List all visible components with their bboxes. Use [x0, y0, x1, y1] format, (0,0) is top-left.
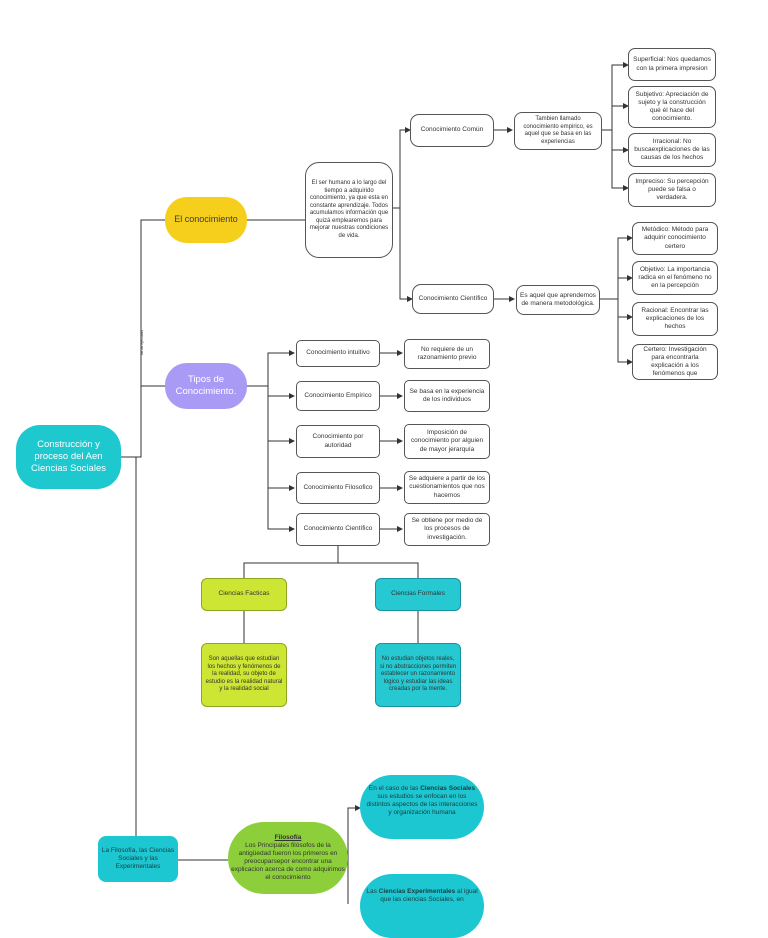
tipo-empirico[interactable]: Conocimiento Empírico — [296, 381, 380, 411]
topic-filosofia-ciencias[interactable]: La Filosofía, las Ciencias Sociales y la… — [98, 836, 178, 882]
trait-objetivo[interactable]: Objetivo: La importancia radica en el fe… — [632, 261, 718, 295]
ciencias-facticas[interactable]: Ciencias Facticas — [201, 578, 287, 611]
tipo-cientifico-description[interactable]: Se obtiene por medio de los procesos de … — [404, 513, 490, 546]
mind-map-canvas: tarda ejecutas Construcción y proceso de… — [16, 48, 718, 938]
tipo-filosofico[interactable]: Conocimiento Filosofico — [296, 472, 380, 504]
experimentales-text-pre: Las — [366, 888, 379, 895]
filosofia-text: Los Principales filósofos de la antigüed… — [231, 841, 345, 882]
tipo-autoridad[interactable]: Conocimiento por autoridad — [296, 425, 380, 458]
trait-racional[interactable]: Racional: Encontrar las explicaciones de… — [632, 302, 718, 336]
topic-el-conocimiento[interactable]: El conocimiento — [165, 197, 247, 243]
tipo-intuitivo[interactable]: Conocimiento intuitivo — [296, 340, 380, 367]
tipo-intuitivo-description[interactable]: No requiere de un razonamiento previo — [404, 339, 490, 369]
tipo-filosofico-description[interactable]: Se adquiere a partir de los cuestionamie… — [404, 471, 490, 504]
trait-metodico[interactable]: Metódico: Método para adquirir conocimie… — [632, 222, 718, 255]
connector-note: tarda ejecutas — [139, 329, 144, 355]
trait-impreciso[interactable]: Impreciso: Su percepción puede se falsa … — [628, 173, 716, 207]
trait-subjetivo[interactable]: Subjetivo: Apreciación de sujeto y la co… — [628, 86, 716, 128]
cientifico-description[interactable]: Es aquel que aprendemos de manera metodo… — [516, 285, 600, 315]
root-topic[interactable]: Construcción y proceso del Aen Ciencias … — [16, 425, 121, 489]
sociales-text-bold: Ciencias Sociales — [420, 785, 476, 792]
comun-description[interactable]: Tambien llamado conocimiento empirico, e… — [514, 112, 602, 150]
filosofia-title: Filosofía — [274, 833, 302, 841]
trait-irracional[interactable]: Irracional: No buscaexplicaciones de las… — [628, 133, 716, 167]
node-conocimiento-cientifico[interactable]: Conocimiento Científico — [412, 284, 494, 314]
conocimiento-description[interactable]: El ser humano a lo largo del tiempo a ad… — [305, 162, 393, 258]
node-filosofia[interactable]: Filosofía Los Principales filósofos de l… — [228, 822, 348, 894]
experimentales-text-post: al igual que las ciencias Sociales, en — [380, 888, 478, 904]
ciencias-formales-description[interactable]: No estudian objetos reales, si no abstra… — [375, 643, 461, 707]
tipo-autoridad-description[interactable]: Imposición de conocimiento por alguien d… — [404, 424, 490, 459]
tipo-cientifico[interactable]: Conocimiento Científico — [296, 513, 380, 546]
experimentales-text-bold: Ciencias Experimentales — [378, 888, 456, 895]
sociales-text-pre: En el caso de las — [368, 785, 421, 792]
node-conocimiento-comun[interactable]: Conocimiento Común — [410, 114, 494, 147]
node-ciencias-sociales[interactable]: En el caso de las Ciencias Sociales sus … — [360, 775, 484, 839]
topic-tipos-de-conocimiento[interactable]: Tipos de Conocimiento. — [165, 363, 247, 409]
node-ciencias-experimentales[interactable]: Las Ciencias Experimentales al igual que… — [360, 874, 484, 938]
ciencias-formales[interactable]: Ciencias Formales — [375, 578, 461, 611]
trait-superficial[interactable]: Superficial: Nos quedamos con la primera… — [628, 48, 716, 81]
ciencias-facticas-description[interactable]: Son aquellas que estudian los hechos y f… — [201, 643, 287, 707]
trait-certero[interactable]: Certero: Investigación para encontrarla … — [632, 344, 718, 380]
sociales-text-post: sus estudios se enfocan en los distintos… — [366, 793, 478, 817]
tipo-empirico-description[interactable]: Se basa en la experiencia de los individ… — [404, 380, 490, 412]
